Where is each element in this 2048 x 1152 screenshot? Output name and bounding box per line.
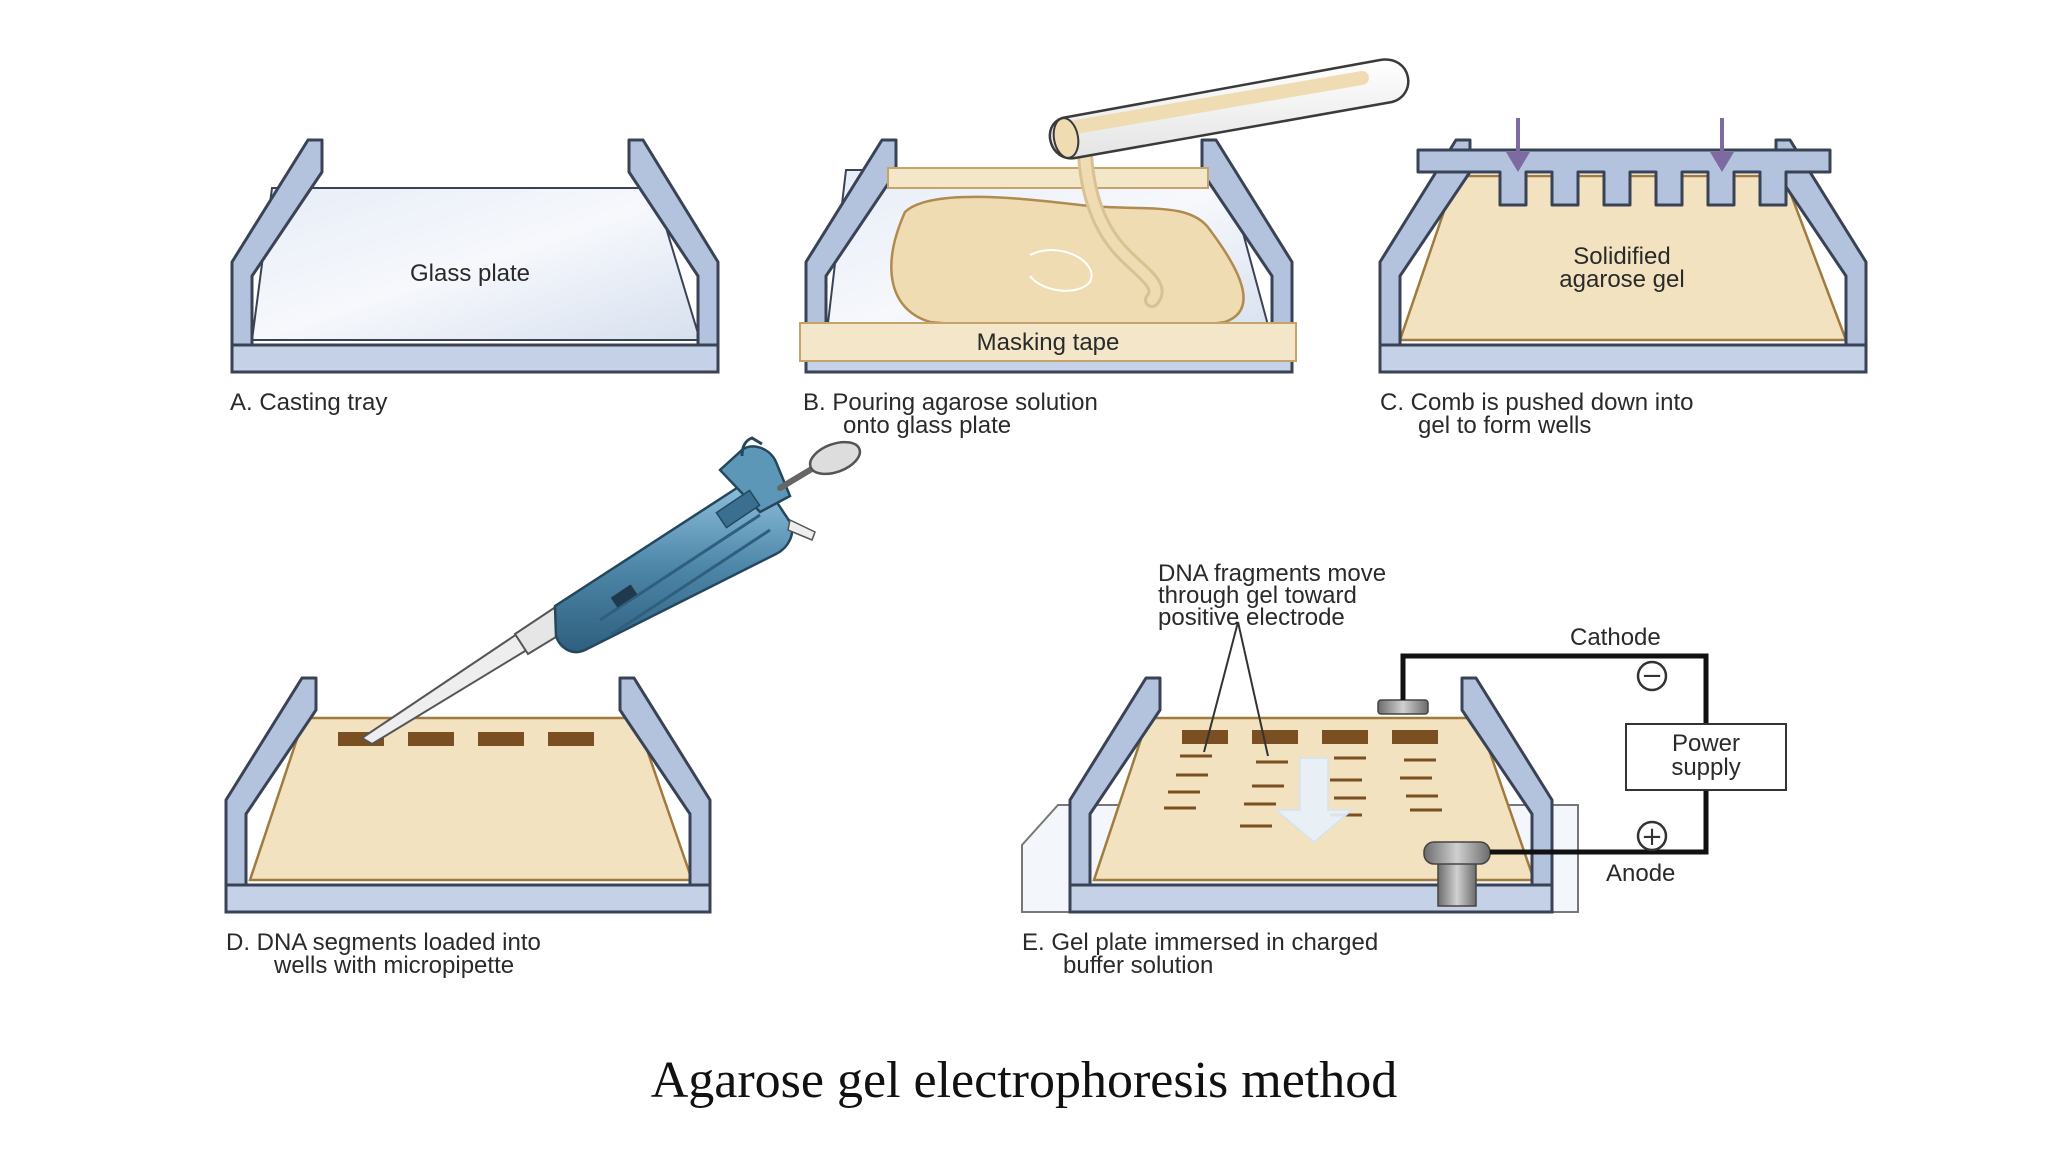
well-1 [1182,730,1228,744]
tray-left-wall [1068,676,1162,887]
migration-arrow [1273,757,1355,843]
tray-right-wall [1774,138,1868,347]
plus-terminal-icon [1636,820,1668,852]
tray-left-wall [1378,138,1472,347]
note-pointer-1 [1203,621,1239,753]
caption-c-line-2: gel to form wells [1418,412,1591,439]
caption-e-line-2: buffer solution [1063,952,1213,979]
test-tube [1048,58,1410,160]
tray-base [1378,343,1868,374]
panel-d-loading: D. DNA segments loaded into wells with m… [224,436,862,979]
dna-bands [1164,754,1442,828]
well-2 [1252,730,1298,744]
well-4 [548,732,594,746]
gel-slab [248,716,694,882]
anode-label: Anode [1606,860,1675,887]
masking-tape-label: Masking tape [977,329,1120,356]
well-2 [408,732,454,746]
note-pointer-2 [1237,621,1269,757]
panel-a-casting-tray: Glass plate A. Casting tray [230,138,720,416]
gel-label-line-1: Solidified [1573,243,1670,270]
agarose-stream-fill [1080,150,1161,305]
page-title: Agarose gel electrophoresis method [651,1052,1398,1109]
tray-right-wall [627,138,720,347]
tray-right-wall [1460,676,1554,887]
note-line-1: DNA fragments move [1158,560,1386,587]
note-line-3: positive electrode [1158,604,1345,631]
caption-b-line-2: onto glass plate [843,412,1011,439]
panel-e-electrophoresis: Power supply − + Cathode Anode DNA fragm… [1021,560,1787,979]
agarose-puddle [890,195,1245,331]
tray-left-wall [224,676,318,887]
well-3 [1322,730,1368,744]
power-supply-box [1625,723,1787,791]
well-4 [1392,730,1438,744]
tray-base [1068,883,1554,914]
tray-base [230,343,720,374]
tray-right-wall [618,676,712,887]
power-supply-label-line-2: supply [1671,754,1740,781]
micropipette [360,436,862,746]
tray-base [224,883,712,914]
tray-left-wall [230,138,324,347]
caption-d-line-2: wells with micropipette [273,952,514,979]
panel-b-pouring: Masking tape B. Pouring agarose solution… [799,58,1410,439]
masking-tape [799,322,1297,362]
caption-a-line-1: A. Casting tray [230,389,387,416]
plunger-button [808,440,862,476]
caption-e-line-1: E. Gel plate immersed in charged [1022,929,1378,956]
glass-plate-label: Glass plate [410,260,530,287]
cathode-label: Cathode [1570,624,1661,651]
cathode-wire [1400,653,1709,724]
gel-label-line-2: agarose gel [1559,266,1684,293]
panel-c-comb: Solidified agarose gel C. Comb is pushed… [1378,118,1868,439]
note-line-2: through gel toward [1158,582,1357,609]
masking-tape-back [887,167,1209,189]
caption-d-line-1: D. DNA segments loaded into [226,929,541,956]
power-supply-label-line-1: Power [1672,730,1740,757]
plus-symbol: + [1641,822,1663,852]
comb-left-arrow [1506,118,1530,172]
caption-b-line-1: B. Pouring agarose solution [803,389,1098,416]
cathode-electrode [1377,699,1429,715]
volume-window [610,584,638,608]
comb-right-arrow [1710,118,1734,172]
anode-wire [1490,790,1709,855]
pour-swirl [1029,249,1093,292]
well-3 [478,732,524,746]
minus-terminal-icon [1636,660,1668,692]
caption-c-line-1: C. Comb is pushed down into [1380,389,1694,416]
anode-post [1437,857,1477,907]
anode-electrode [1423,841,1491,865]
minus-symbol: − [1641,661,1663,691]
tip-ejector [787,518,816,541]
